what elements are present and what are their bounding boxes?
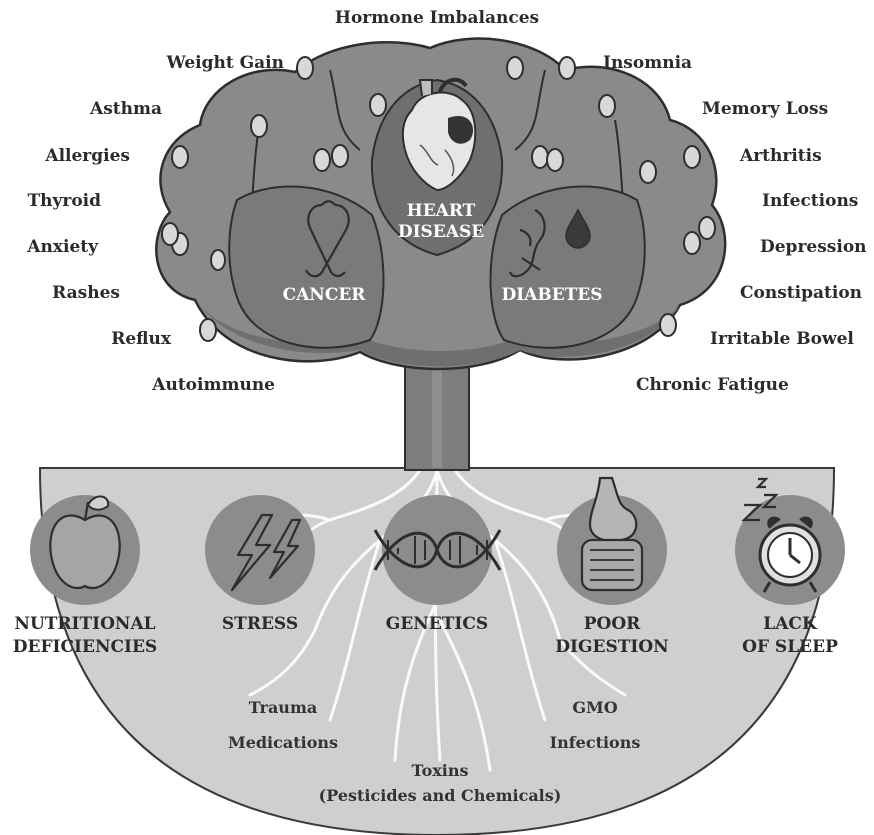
label-left-symptom: Asthma — [90, 99, 162, 119]
label-left-symptom: Weight Gain — [167, 53, 284, 73]
label-root-cause: LACK OF SLEEP — [742, 613, 838, 659]
label-root-line1: POOR — [555, 613, 668, 636]
label-root-line1: GENETICS — [386, 613, 488, 636]
label-right-symptom: Arthritis — [740, 146, 822, 166]
label-medications: Medications — [228, 732, 338, 754]
label-root-line2: OF SLEEP — [742, 636, 838, 659]
label-hormone-imbalances: Hormone Imbalances — [335, 8, 539, 28]
label-trauma: Trauma — [249, 697, 317, 719]
label-left-symptom: Rashes — [52, 283, 120, 303]
label-left-symptom: Thyroid — [27, 191, 101, 211]
label-root-line1: LACK — [742, 613, 838, 636]
label-right-symptom: Depression — [760, 237, 867, 257]
label-right-symptom: Insomnia — [603, 53, 692, 73]
label-gmo: GMO — [572, 697, 617, 719]
label-right-symptom: Chronic Fatigue — [636, 375, 789, 395]
label-right-symptom: Memory Loss — [702, 99, 828, 119]
label-left-symptom: Allergies — [45, 146, 130, 166]
label-heart-line2: DISEASE — [398, 222, 484, 243]
label-root-cause: NUTRITIONAL DEFICIENCIES — [13, 613, 157, 659]
label-root-line2: DEFICIENCIES — [13, 636, 157, 659]
label-right-symptom: Constipation — [740, 283, 862, 303]
label-infections-underground: Infections — [550, 732, 641, 754]
label-left-symptom: Autoimmune — [152, 375, 275, 395]
label-toxins-detail: (Pesticides and Chemicals) — [319, 785, 562, 807]
label-heart-line1: HEART — [398, 201, 484, 222]
label-root-line2: DIGESTION — [555, 636, 668, 659]
label-cancer: CANCER — [283, 285, 366, 306]
label-root-cause: GENETICS — [386, 613, 488, 636]
label-root-cause: POOR DIGESTION — [555, 613, 668, 659]
label-heart-disease: HEART DISEASE — [398, 201, 484, 243]
label-root-cause: STRESS — [222, 613, 298, 636]
label-left-symptom: Reflux — [111, 329, 171, 349]
label-right-symptom: Irritable Bowel — [710, 329, 854, 349]
label-toxins: Toxins — [412, 760, 469, 782]
label-left-symptom: Anxiety — [27, 237, 98, 257]
label-diabetes: DIABETES — [501, 285, 602, 306]
label-root-line1: NUTRITIONAL — [13, 613, 157, 636]
label-root-line1: STRESS — [222, 613, 298, 636]
label-right-symptom: Infections — [762, 191, 858, 211]
